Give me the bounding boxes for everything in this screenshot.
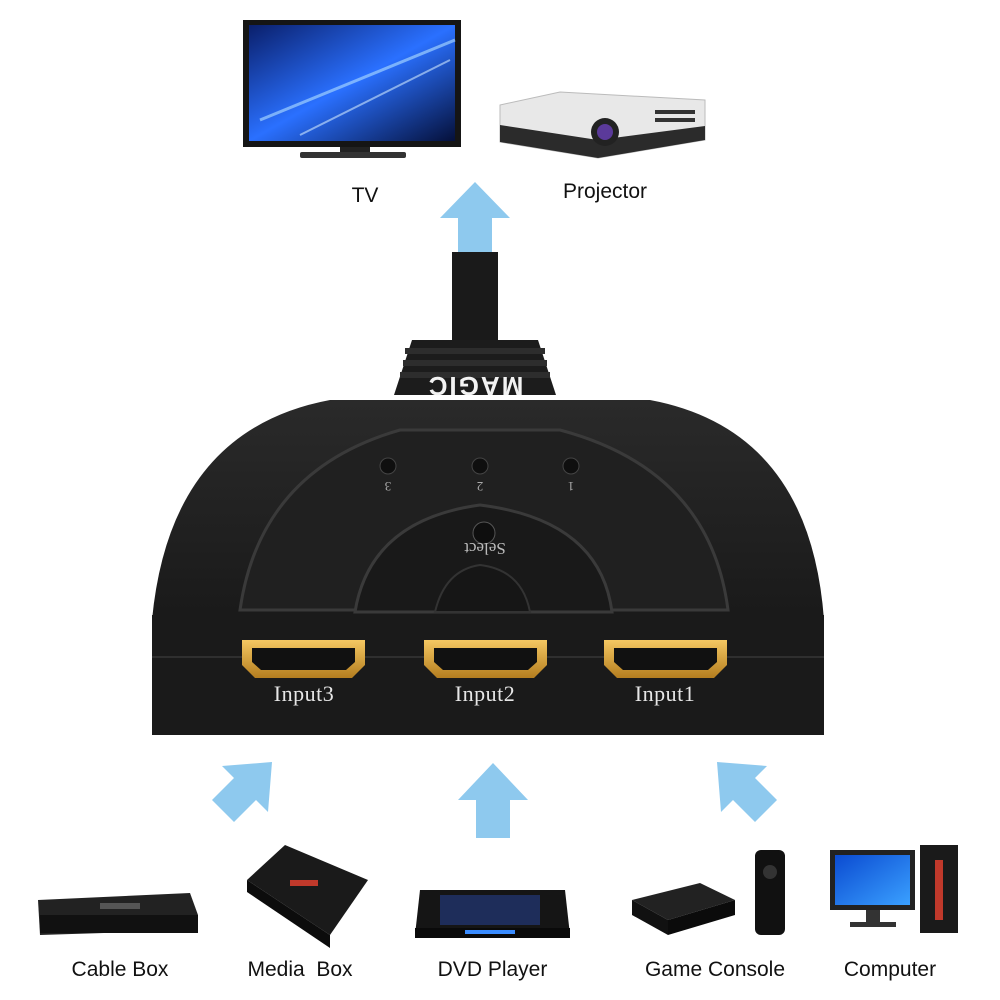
- source-label-game-console: Game Console: [644, 958, 786, 981]
- source-label-media-box: Media Box: [247, 958, 353, 981]
- output-arrow: [440, 182, 510, 252]
- led-1-icon: [562, 457, 580, 475]
- input-arrow-right: [717, 762, 777, 822]
- cable-box-icon: [38, 893, 198, 935]
- select-button-icon: [472, 521, 496, 545]
- output-cable: [452, 252, 498, 347]
- computer-icon: [830, 845, 958, 933]
- source-label-cable-box: Cable Box: [71, 958, 169, 981]
- media-box-icon: [247, 845, 368, 948]
- led-label-3: 3: [384, 479, 392, 494]
- select-label: Select: [464, 539, 506, 558]
- projector-label: Projector: [562, 180, 648, 203]
- hdmi-port-2-icon: [424, 640, 547, 678]
- brand-logo: MAGIC: [426, 371, 524, 401]
- source-label-dvd-player: DVD Player: [437, 958, 548, 981]
- led-3-icon: [379, 457, 397, 475]
- tv-label: TV: [351, 184, 379, 207]
- port-label-input2: Input2: [454, 681, 516, 706]
- tv-icon: [243, 20, 461, 158]
- game-console-icon: [632, 850, 785, 935]
- port-label-input3: Input3: [273, 681, 335, 706]
- port-label-input1: Input1: [634, 681, 696, 706]
- led-2-icon: [471, 457, 489, 475]
- dvd-player-icon: [415, 890, 570, 938]
- hdmi-port-1-icon: [604, 640, 727, 678]
- led-label-2: 2: [476, 479, 484, 494]
- cable-strain-relief: [394, 340, 556, 395]
- source-label-computer: Computer: [843, 958, 937, 981]
- hdmi-port-3-icon: [242, 640, 365, 678]
- projector-icon: [499, 91, 706, 159]
- led-label-1: 1: [567, 479, 575, 494]
- input-arrow-center: [458, 763, 528, 838]
- input-arrow-left: [212, 762, 272, 822]
